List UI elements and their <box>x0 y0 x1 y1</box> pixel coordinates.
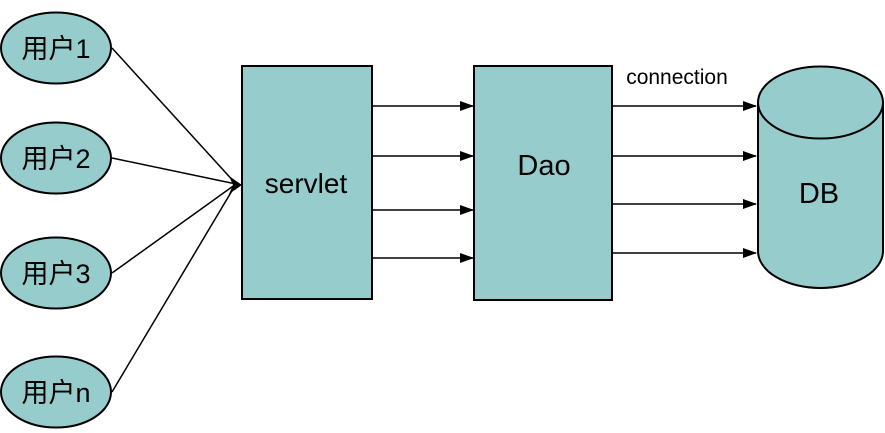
user-servlet-connectors <box>111 47 242 393</box>
servlet-node: servlet <box>241 65 373 300</box>
db-cylinder-top <box>757 65 884 140</box>
servlet-label: servlet <box>265 168 348 199</box>
servlet-dao-arrows <box>372 101 474 263</box>
dao-box <box>473 65 613 301</box>
dao-label: Dao <box>517 150 570 182</box>
servlet-box <box>241 65 373 300</box>
user3-ellipse <box>0 236 112 310</box>
connector-user1-servlet <box>111 47 237 185</box>
connection-label: connection <box>626 66 728 89</box>
user3-label: 用户3 <box>21 259 90 289</box>
db-cylinder-body <box>757 101 884 289</box>
user1-label: 用户1 <box>21 34 90 64</box>
connector-user2-servlet <box>111 157 237 185</box>
user-nodes: 用户1 用户2 用户3 用户n <box>0 11 112 429</box>
dao-node: Dao <box>473 65 613 301</box>
usern-label: 用户n <box>21 378 90 408</box>
converge-arrowhead-icon <box>229 176 242 194</box>
user1-ellipse <box>0 11 112 85</box>
usern-ellipse <box>0 355 112 429</box>
user2-ellipse <box>0 121 112 195</box>
user2-label: 用户2 <box>21 144 90 174</box>
db-label: DB <box>799 178 839 210</box>
connector-user3-servlet <box>111 183 237 274</box>
db-node: DB <box>757 65 884 289</box>
connector-usern-servlet <box>111 183 237 393</box>
dao-db-arrows <box>612 101 757 258</box>
